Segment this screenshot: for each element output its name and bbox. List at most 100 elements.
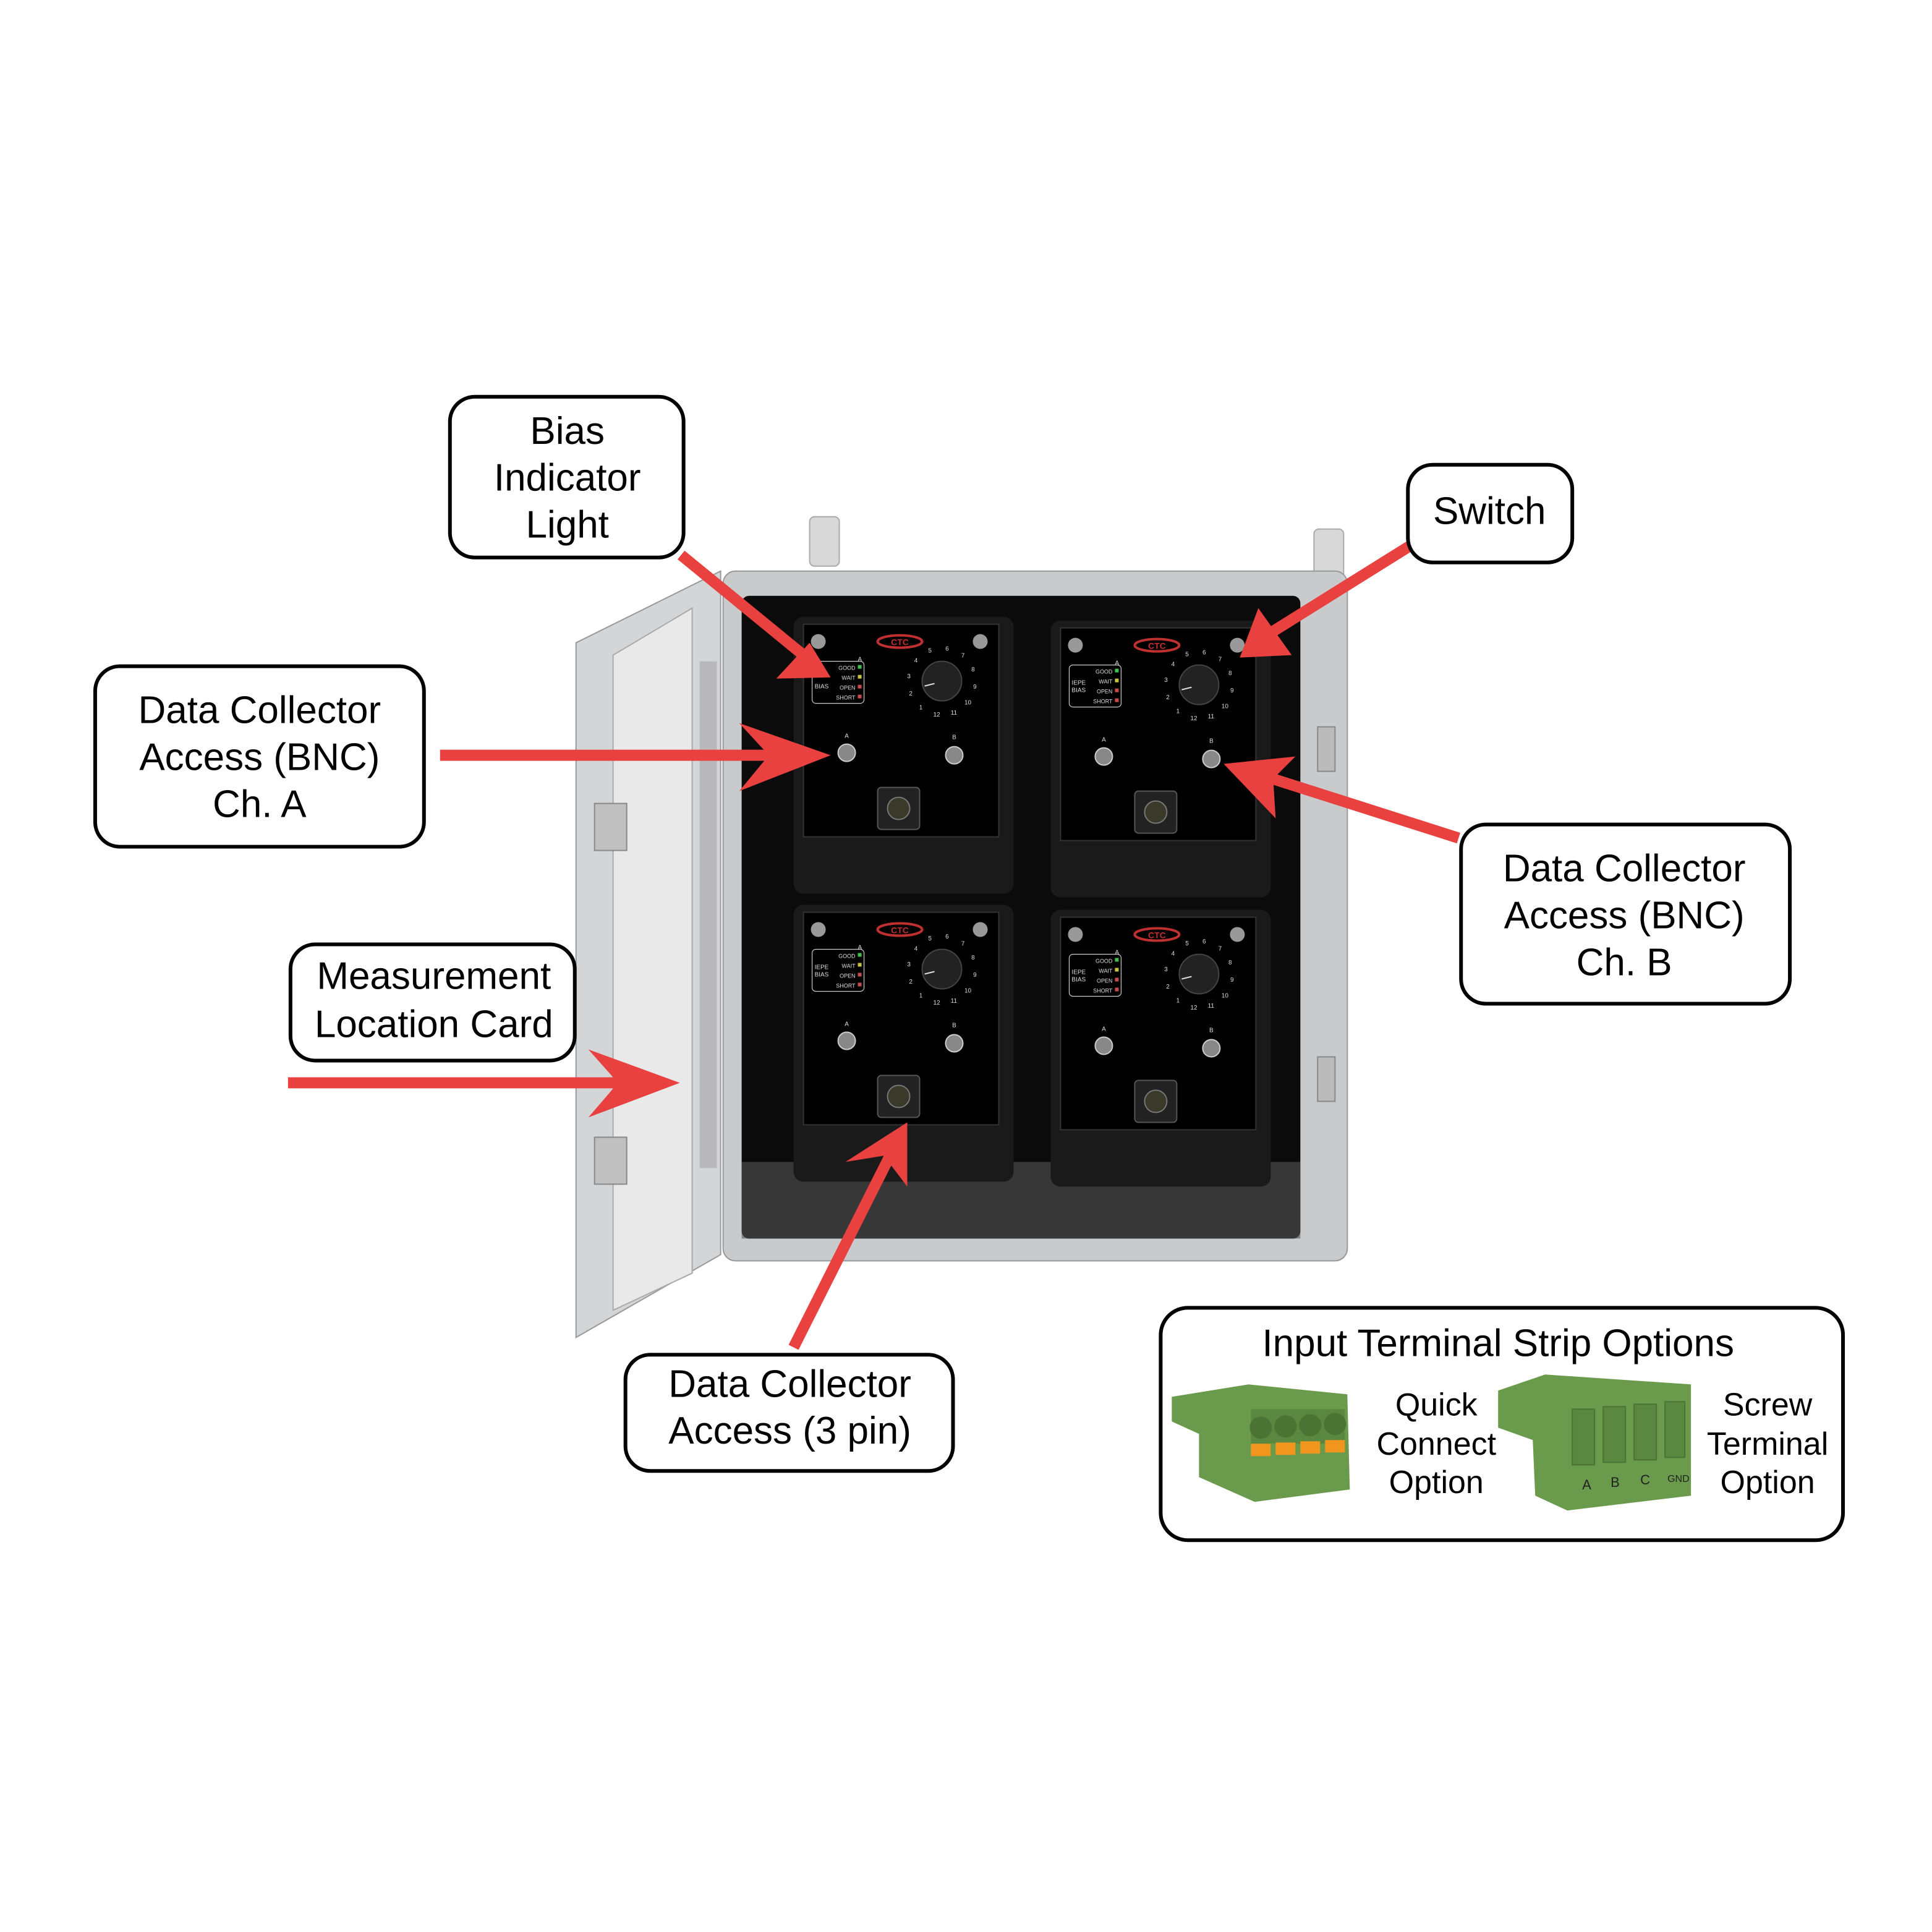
ctc-logo (876, 634, 924, 649)
rotary-switch[interactable] (921, 660, 963, 702)
callout-text: Access (BNC) (139, 736, 380, 779)
indicator-led (1115, 668, 1119, 673)
bnc-a-label: A (845, 733, 849, 740)
dial-number: 3 (907, 673, 911, 680)
dial-number: 1 (919, 705, 923, 712)
callout-text: Data Collector (138, 689, 381, 732)
callout-3pin: Data Collector Access (3 pin) (623, 1353, 955, 1473)
callout-bnc-ch-b: Data Collector Access (BNC) Ch. B (1459, 822, 1792, 1006)
indicator-led (857, 694, 862, 699)
dial-number: 7 (961, 941, 965, 948)
indicator-led (1115, 977, 1119, 982)
callout-bias-indicator: Bias Indicator Light (448, 394, 686, 560)
option-text: Option (1389, 1465, 1484, 1500)
bnc-connector-b[interactable] (1202, 749, 1221, 768)
indicator-led (857, 665, 862, 669)
bias-label: IEPE (1071, 969, 1086, 976)
dial-number: 7 (1219, 657, 1222, 663)
bnc-connector-b[interactable] (1202, 1039, 1221, 1058)
indicator-led (1115, 968, 1119, 972)
callout-text: Ch. A (213, 783, 307, 826)
dial-number: 5 (1185, 651, 1189, 658)
pin-label: GND (1667, 1474, 1690, 1484)
pin-label: A (1582, 1477, 1591, 1492)
dial-number: 1 (919, 992, 923, 999)
dial-number: 12 (934, 1000, 941, 1006)
arrow-bias (677, 550, 807, 660)
bnc-connector-a[interactable] (837, 1031, 856, 1050)
option-text: Quick (1395, 1387, 1478, 1423)
indicator-label: GOOD (838, 665, 856, 671)
callout-text: Light (526, 504, 609, 547)
bnc-connector-a[interactable] (1094, 747, 1113, 766)
callout-text: Data Collector (668, 1363, 911, 1405)
indicator-led (857, 982, 862, 987)
indicator-label: SHORT (836, 982, 856, 989)
dial-number: 12 (1190, 715, 1198, 722)
bnc-connector-b[interactable] (945, 746, 964, 765)
callout-text: Indicator (494, 457, 641, 500)
screw-icon (1230, 927, 1245, 942)
bnc-a-label: A (845, 1021, 849, 1028)
bias-label: IEPE (1071, 680, 1086, 687)
dial-number: 12 (934, 712, 941, 718)
dial-number: 2 (909, 691, 913, 697)
dial-number: 4 (914, 946, 918, 953)
bnc-connector-b[interactable] (945, 1034, 964, 1053)
ctc-logo (1133, 637, 1181, 653)
arrow-head (588, 1049, 680, 1118)
indicator-led (1115, 987, 1119, 992)
indicator-led (857, 963, 862, 967)
screw-icon (811, 634, 826, 649)
callout-measurement-card: Measurement Location Card (288, 942, 577, 1063)
callout-bnc-ch-a: Data Collector Access (BNC) Ch. A (93, 664, 426, 849)
bnc-b-label: B (952, 734, 956, 741)
logo-text: CTC (891, 637, 909, 647)
screw-terminal-connector (1498, 1374, 1692, 1511)
dial-number: 8 (1228, 960, 1232, 966)
callout-text: Switch (1433, 490, 1546, 533)
door-hinge (594, 802, 628, 851)
callout-switch: Switch (1406, 462, 1575, 564)
indicator-led (1115, 958, 1119, 962)
dial-number: 10 (1222, 704, 1229, 710)
rotary-switch[interactable] (921, 948, 963, 990)
dial-number: 9 (1230, 977, 1234, 984)
channel-header: A (858, 657, 862, 663)
bnc-a-label: A (1102, 737, 1106, 744)
mounting-tab (809, 516, 840, 567)
rotary-switch[interactable] (1178, 664, 1220, 705)
dial-number: 10 (964, 700, 972, 707)
dial-number: 9 (1230, 687, 1234, 694)
rotary-switch[interactable] (1178, 953, 1220, 995)
indicator-label: SHORT (1093, 699, 1113, 705)
indicator-label: WAIT (841, 963, 856, 969)
bnc-connector-a[interactable] (1094, 1036, 1113, 1055)
arrow-head (1223, 756, 1296, 819)
dial-number: 6 (1202, 649, 1206, 656)
indicator-led (857, 674, 862, 679)
dial-number: 6 (1202, 938, 1206, 945)
option-text: Connect (1376, 1426, 1496, 1462)
callout-text: Access (BNC) (1504, 895, 1745, 937)
channel-header: A (1115, 950, 1119, 956)
dial-number: 11 (1208, 1003, 1215, 1010)
screw-icon (1068, 637, 1083, 653)
dial-number: 1 (1177, 997, 1180, 1004)
dial-number: 9 (973, 684, 977, 691)
option-text: Option (1721, 1465, 1815, 1500)
screw-icon (811, 922, 826, 937)
bnc-connector-a[interactable] (837, 743, 856, 762)
ctc-logo (876, 922, 924, 937)
dial-number: 6 (945, 934, 949, 940)
dial-number: 8 (971, 666, 975, 673)
channel-header: A (858, 945, 862, 951)
dial-number: 5 (928, 935, 932, 942)
bias-label: BIAS (815, 684, 829, 691)
indicator-led (857, 972, 862, 977)
measurement-location-card (612, 606, 693, 1311)
